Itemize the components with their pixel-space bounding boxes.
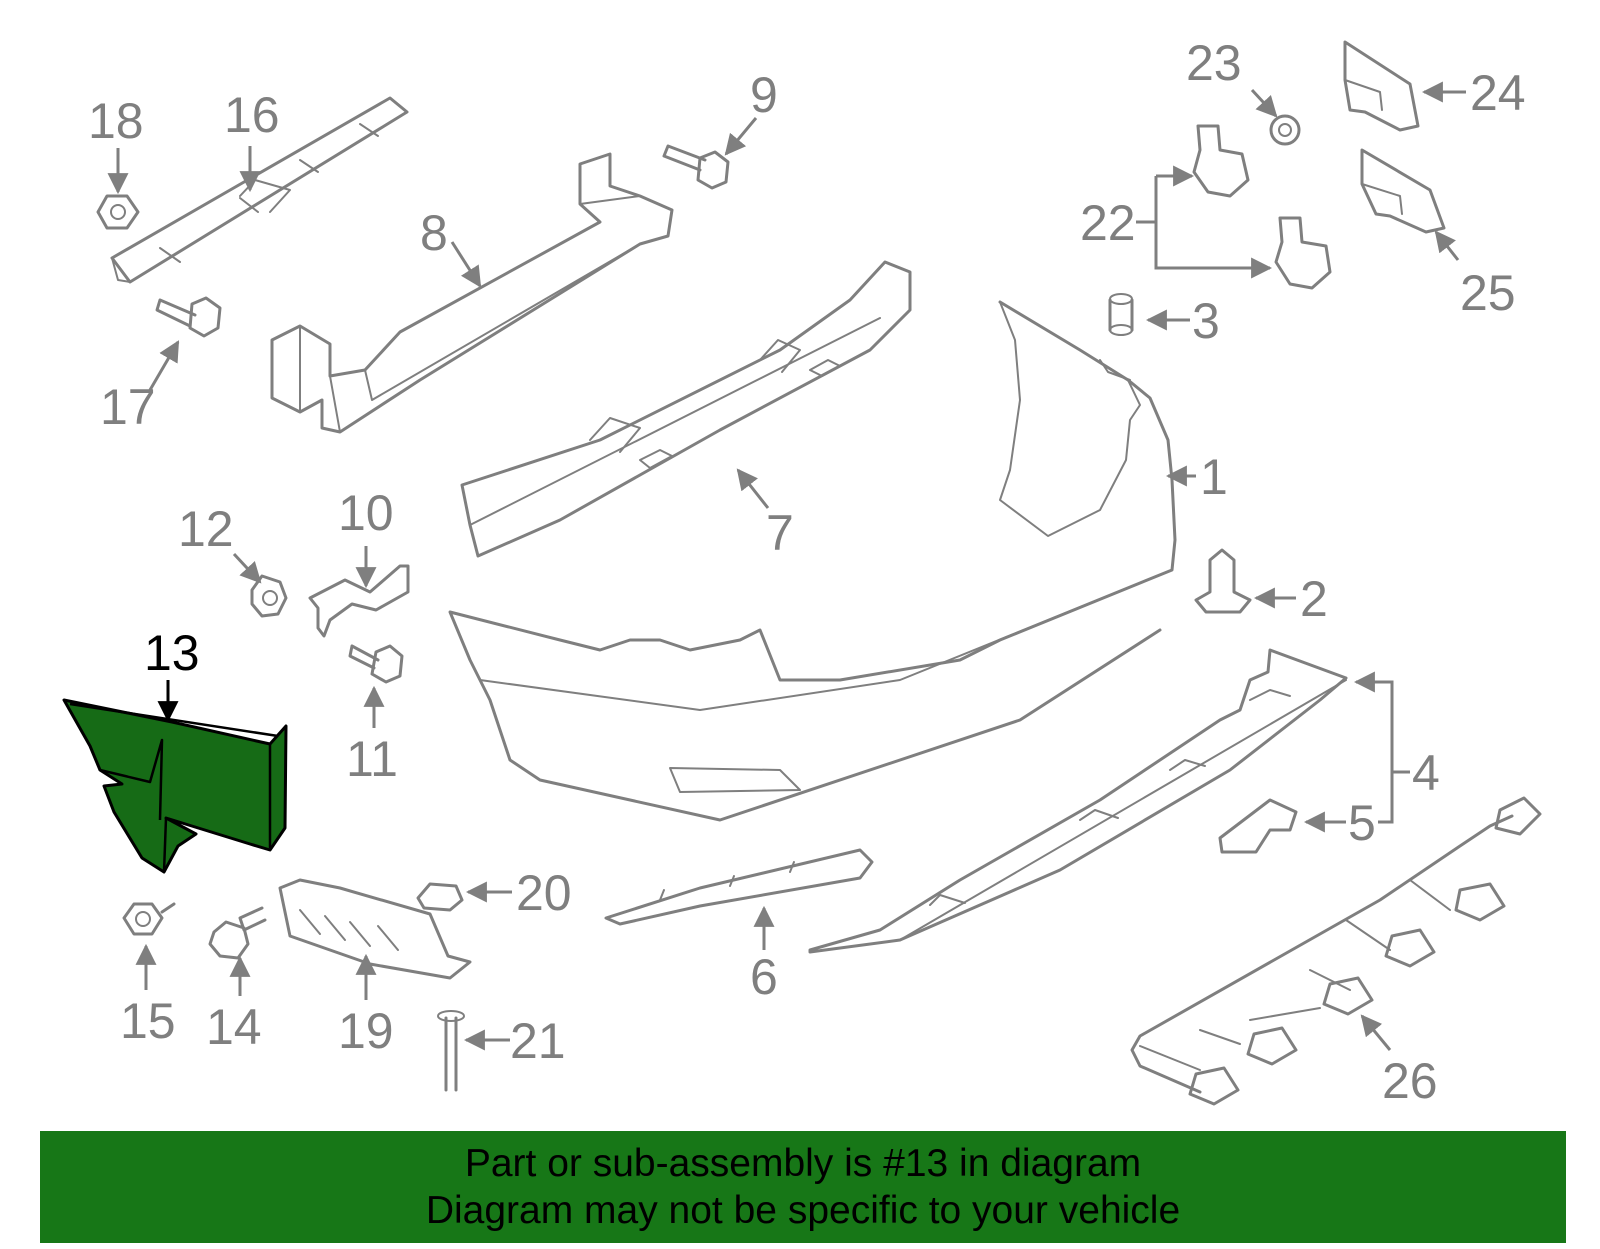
- part-5-bracket: [1218, 798, 1298, 854]
- leader-lines: [107, 81, 1466, 1051]
- callout-labels: 1 2 3 4 5 6 7 8 9 10 11 12 13 14 15 16 1…: [88, 35, 1526, 1109]
- part-16-strip: [110, 96, 409, 284]
- part-7-absorber: [460, 260, 912, 558]
- footer-line-1: Part or sub-assembly is #13 in diagram: [464, 1142, 1142, 1185]
- callout-26: 26: [1382, 1053, 1438, 1109]
- callout-21: 21: [510, 1013, 566, 1069]
- part-6-strip: [604, 848, 874, 926]
- callout-8: 8: [420, 205, 448, 261]
- part-17-bolt: [155, 296, 222, 338]
- callout-15: 15: [120, 993, 176, 1049]
- part-13-bracket-highlighted[interactable]: [62, 698, 288, 874]
- callout-18: 18: [88, 93, 144, 149]
- callout-5: 5: [1348, 795, 1376, 851]
- callout-25: 25: [1460, 265, 1516, 321]
- part-19-panel: [278, 878, 472, 980]
- part-18-nut: [96, 194, 140, 230]
- part-20-clip: [416, 882, 464, 912]
- part-14-bolt: [208, 906, 267, 960]
- callout-12: 12: [178, 501, 234, 557]
- part-3-clip: [1108, 293, 1134, 336]
- callout-19: 19: [338, 1003, 394, 1059]
- callout-11: 11: [346, 731, 398, 787]
- part-9-bolt: [662, 144, 730, 190]
- part-24-bracket: [1343, 40, 1420, 132]
- part-1-bumper-cover: [448, 300, 1177, 822]
- callout-22: 22: [1080, 195, 1136, 251]
- part-25-bracket: [1360, 148, 1446, 234]
- part-11-bolt: [348, 644, 404, 684]
- callout-1: 1: [1200, 449, 1228, 505]
- callout-2: 2: [1300, 571, 1328, 627]
- part-15-nut: [122, 902, 176, 936]
- part-2-clip: [1194, 548, 1252, 614]
- part-12-nut: [250, 574, 288, 618]
- callout-24: 24: [1470, 65, 1526, 121]
- part-8-beam: [270, 152, 674, 434]
- callout-4: 4: [1412, 745, 1440, 801]
- part-10-bracket: [308, 564, 410, 638]
- callout-16: 16: [224, 87, 280, 143]
- part-26-harness: [1130, 796, 1542, 1106]
- callout-13-highlighted: 13: [144, 625, 200, 681]
- parts-diagram: 1 2 3 4 5 6 7 8 9 10 11 12 13 14 15 16 1…: [62, 35, 1542, 1109]
- footer-banner: Part or sub-assembly is #13 in diagram D…: [40, 1131, 1566, 1243]
- callout-14: 14: [206, 999, 262, 1055]
- callout-9: 9: [750, 67, 778, 123]
- callout-7: 7: [766, 505, 794, 561]
- callout-6: 6: [750, 949, 778, 1005]
- callout-17: 17: [100, 379, 156, 435]
- part-21-rivet: [437, 1010, 465, 1092]
- footer-line-2: Diagram may not be specific to your vehi…: [425, 1189, 1181, 1232]
- callout-3: 3: [1192, 293, 1220, 349]
- part-22-sensors: [1192, 124, 1332, 290]
- callout-23: 23: [1186, 35, 1242, 91]
- part-4-valance: [808, 648, 1348, 954]
- part-23-pin: [1269, 114, 1301, 146]
- callout-20: 20: [516, 865, 572, 921]
- callout-10: 10: [338, 485, 394, 541]
